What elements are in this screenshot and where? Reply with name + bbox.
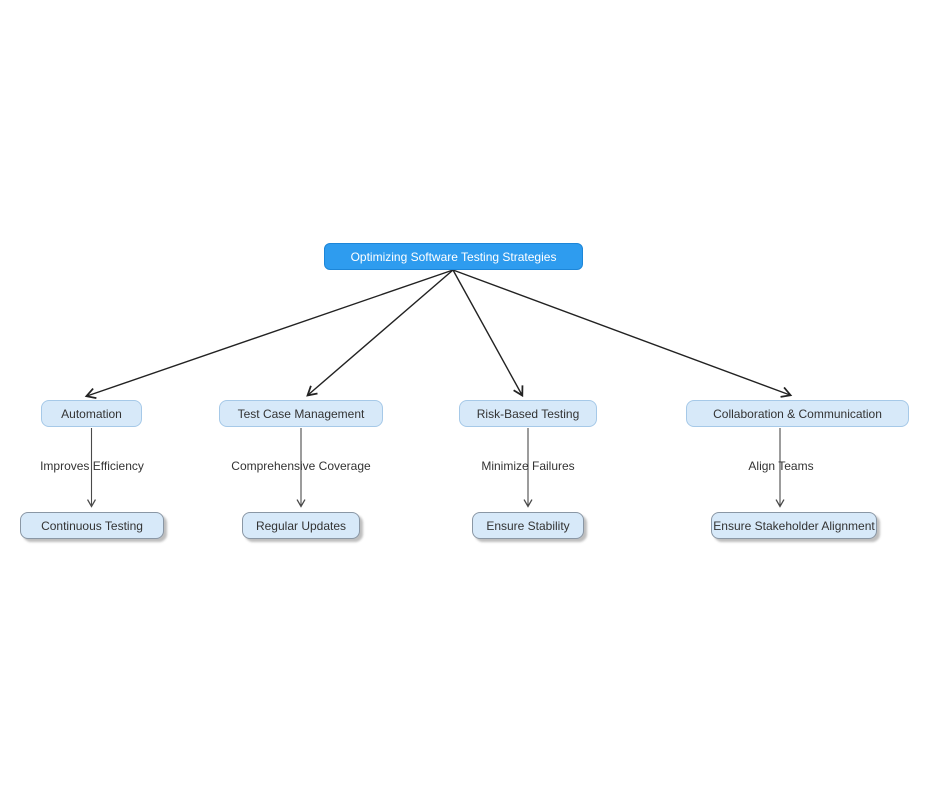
- branch-node-risk-based-testing: Risk-Based Testing: [459, 400, 597, 427]
- edge-root-to-test-case-management: [306, 269, 454, 397]
- root-node-optimizing-software-testing-strategies: Optimizing Software Testing Strategies: [324, 243, 583, 270]
- leaf-node-ensure-stakeholder-alignment: Ensure Stakeholder Alignment: [711, 512, 877, 539]
- edge-label-align-teams: Align Teams: [748, 459, 814, 473]
- branch-node-collaboration-communication: Collaboration & Communication: [686, 400, 909, 427]
- leaf-node-continuous-testing: Continuous Testing: [20, 512, 164, 539]
- branch-node-test-case-management: Test Case Management: [219, 400, 383, 427]
- branch-node-automation: Automation: [41, 400, 142, 427]
- edge-root-to-risk-based-testing: [452, 269, 524, 398]
- leaf-node-ensure-stability: Ensure Stability: [472, 512, 584, 539]
- edge-label-minimize-failures: Minimize Failures: [481, 459, 575, 473]
- edge-label-comprehensive-coverage: Comprehensive Coverage: [231, 459, 371, 473]
- leaf-node-regular-updates: Regular Updates: [242, 512, 360, 539]
- edge-root-to-automation: [84, 269, 454, 399]
- edge-label-improves-efficiency: Improves Efficiency: [40, 459, 144, 473]
- edge-root-to-collaboration: [452, 269, 793, 398]
